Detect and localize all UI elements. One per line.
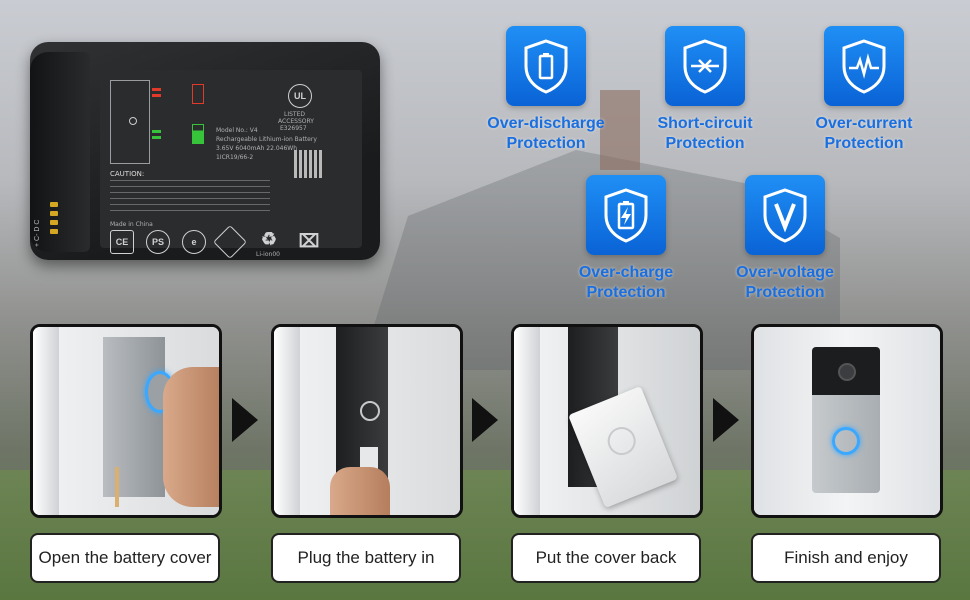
protection-label-line1: Short-circuit: [657, 115, 753, 132]
battery-spec: 3.65V 6040mAh 22.046Wh: [216, 145, 298, 152]
recycle-icon: ♻: [260, 229, 278, 249]
rcm-mark-icon: [213, 225, 247, 259]
short-circuit-shield-icon: [665, 26, 745, 106]
listing-number: E326957: [280, 125, 307, 132]
doorbell-device: [103, 337, 165, 497]
bin-crossed-icon: ⌧: [298, 231, 320, 251]
listed-text: LISTED: [284, 111, 305, 118]
battery-end-cap: [30, 52, 90, 252]
battery-shield-icon: [506, 26, 586, 106]
arrow-right-icon: [472, 398, 498, 442]
camera-lens-area: [812, 347, 880, 395]
pse-mark-icon: PS: [146, 230, 170, 254]
step-1-caption: Open the battery cover: [30, 533, 220, 583]
door-frame: [33, 327, 59, 515]
doorbell-button-icon: [360, 401, 380, 421]
doorbell-device: [812, 347, 880, 493]
green-led-indicator-2: [152, 136, 161, 139]
door-frame: [514, 327, 540, 515]
battery-description: Rechargeable Lithium-ion Battery: [216, 136, 317, 143]
low-battery-icon: [192, 84, 204, 104]
protection-label-line2: Protection: [506, 135, 586, 152]
protection-label-line1: Over-current: [815, 115, 913, 132]
liion-text: Li-ion00: [256, 251, 280, 258]
battery-product: + C- D C UL LISTED ACCESSORY E326957 Mod…: [30, 42, 380, 260]
protection-label-line1: Over-discharge: [487, 115, 605, 132]
door-frame: [274, 327, 300, 515]
step-3-image: [511, 324, 703, 518]
v-shield-icon: [745, 175, 825, 255]
protection-label-line2: Protection: [665, 135, 745, 152]
e-mark-icon: e: [182, 230, 206, 254]
arrow-right-icon: [232, 398, 258, 442]
battery-side-text: + C- D C: [34, 219, 41, 247]
protection-label-line2: Protection: [824, 135, 904, 152]
protection-label-line1: Over-charge: [578, 264, 674, 281]
red-led-indicator: [152, 88, 161, 91]
ce-mark-icon: CE: [110, 230, 134, 254]
hand-image: [330, 467, 390, 515]
protection-label-line1: Over-voltage: [736, 264, 834, 281]
arrow-right-icon: [713, 398, 739, 442]
battery-model: Model No.: V4: [216, 127, 258, 134]
battery-contacts: [50, 202, 60, 242]
step-4-caption: Finish and enjoy: [751, 533, 941, 583]
red-led-indicator-2: [152, 94, 161, 97]
accessory-text: ACCESSORY: [278, 118, 314, 125]
qr-code-icon: [294, 150, 322, 178]
screwdriver-image: [115, 467, 119, 507]
made-in-text: Made in China: [110, 221, 153, 228]
step-3-caption: Put the cover back: [511, 533, 701, 583]
bolt-battery-shield-icon: [586, 175, 666, 255]
green-led-indicator: [152, 130, 161, 133]
caution-fine-print: [110, 180, 270, 216]
battery-diagram: [110, 80, 150, 164]
chimney: [600, 90, 640, 170]
step-1-image: [30, 324, 222, 518]
doorbell-button-icon: [832, 427, 860, 455]
caution-heading: CAUTION:: [110, 170, 145, 178]
step-2-caption: Plug the battery in: [271, 533, 461, 583]
full-battery-icon: [192, 124, 204, 144]
hand-image: [163, 367, 219, 507]
protection-label-line2: Protection: [586, 284, 666, 301]
step-2-image: [271, 324, 463, 518]
protection-label-line2: Protection: [745, 284, 825, 301]
step-4-image: [751, 324, 943, 518]
pulse-shield-icon: [824, 26, 904, 106]
battery-label: UL LISTED ACCESSORY E326957 Model No.: V…: [100, 70, 362, 259]
battery-code: 1ICR19/66-2: [216, 154, 254, 161]
ul-mark-icon: UL: [288, 84, 312, 108]
